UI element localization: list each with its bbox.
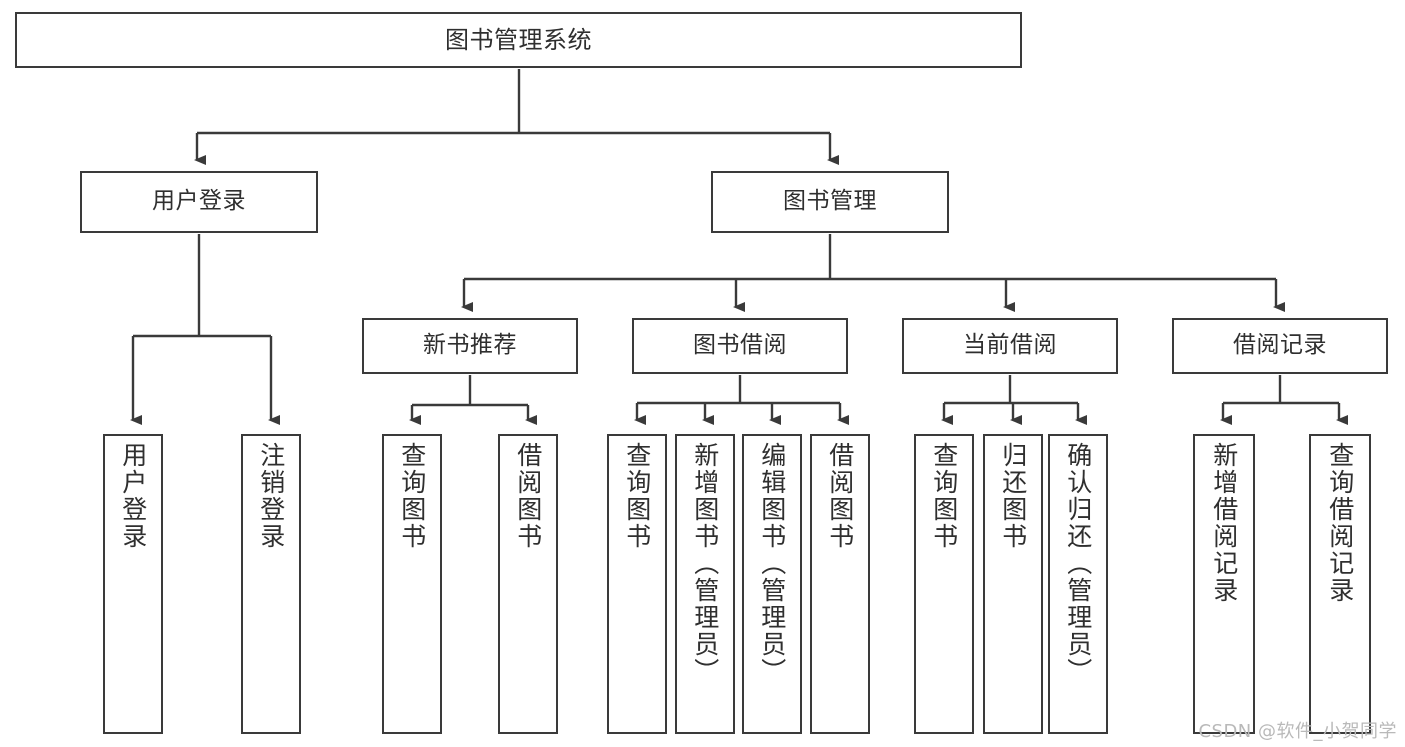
leaf-edit-book[interactable]: 编辑图书（管理员） bbox=[742, 434, 802, 734]
leaf-return-book-label: 归还图书 bbox=[998, 442, 1028, 550]
leaf-user-login-label: 用户登录 bbox=[118, 442, 148, 550]
node-borrow-record-label: 借阅记录 bbox=[1233, 332, 1327, 359]
node-root-label: 图书管理系统 bbox=[445, 25, 592, 54]
node-book-management[interactable]: 图书管理 bbox=[711, 171, 949, 233]
leaf-query-book-2[interactable]: 查询图书 bbox=[607, 434, 667, 734]
node-new-book-recommend[interactable]: 新书推荐 bbox=[362, 318, 578, 374]
leaf-query-book-1-label: 查询图书 bbox=[397, 442, 427, 550]
leaf-query-book-1[interactable]: 查询图书 bbox=[382, 434, 442, 734]
leaf-confirm-return[interactable]: 确认归还（管理员） bbox=[1048, 434, 1108, 734]
leaf-borrow-book-1-label: 借阅图书 bbox=[513, 442, 543, 550]
leaf-add-book-label: 新增图书（管理员） bbox=[690, 442, 720, 685]
leaf-add-record-label: 新增借阅记录 bbox=[1209, 442, 1239, 604]
leaf-borrow-book-1[interactable]: 借阅图书 bbox=[498, 434, 558, 734]
leaf-user-login[interactable]: 用户登录 bbox=[103, 434, 163, 734]
leaf-confirm-return-label: 确认归还（管理员） bbox=[1063, 442, 1093, 685]
leaf-logout[interactable]: 注销登录 bbox=[241, 434, 301, 734]
leaf-query-book-2-label: 查询图书 bbox=[622, 442, 652, 550]
node-root[interactable]: 图书管理系统 bbox=[15, 12, 1022, 68]
node-user-login[interactable]: 用户登录 bbox=[80, 171, 318, 233]
node-user-login-label: 用户登录 bbox=[152, 188, 246, 215]
leaf-borrow-book-2-label: 借阅图书 bbox=[825, 442, 855, 550]
leaf-query-book-3-label: 查询图书 bbox=[929, 442, 959, 550]
csdn-watermark: CSDN @软件_小贺同学 bbox=[1198, 721, 1397, 742]
node-borrow-record[interactable]: 借阅记录 bbox=[1172, 318, 1388, 374]
node-new-book-recommend-label: 新书推荐 bbox=[423, 332, 517, 359]
node-book-borrow[interactable]: 图书借阅 bbox=[632, 318, 848, 374]
leaf-query-book-3[interactable]: 查询图书 bbox=[914, 434, 974, 734]
node-current-borrow[interactable]: 当前借阅 bbox=[902, 318, 1118, 374]
leaf-edit-book-label: 编辑图书（管理员） bbox=[757, 442, 787, 685]
leaf-query-record[interactable]: 查询借阅记录 bbox=[1309, 434, 1371, 734]
node-book-management-label: 图书管理 bbox=[783, 188, 877, 215]
leaf-query-record-label: 查询借阅记录 bbox=[1325, 442, 1355, 604]
node-book-borrow-label: 图书借阅 bbox=[693, 332, 787, 359]
leaf-add-book[interactable]: 新增图书（管理员） bbox=[675, 434, 735, 734]
leaf-return-book[interactable]: 归还图书 bbox=[983, 434, 1043, 734]
leaf-borrow-book-2[interactable]: 借阅图书 bbox=[810, 434, 870, 734]
leaf-logout-label: 注销登录 bbox=[256, 442, 286, 550]
leaf-add-record[interactable]: 新增借阅记录 bbox=[1193, 434, 1255, 734]
node-current-borrow-label: 当前借阅 bbox=[963, 332, 1057, 359]
